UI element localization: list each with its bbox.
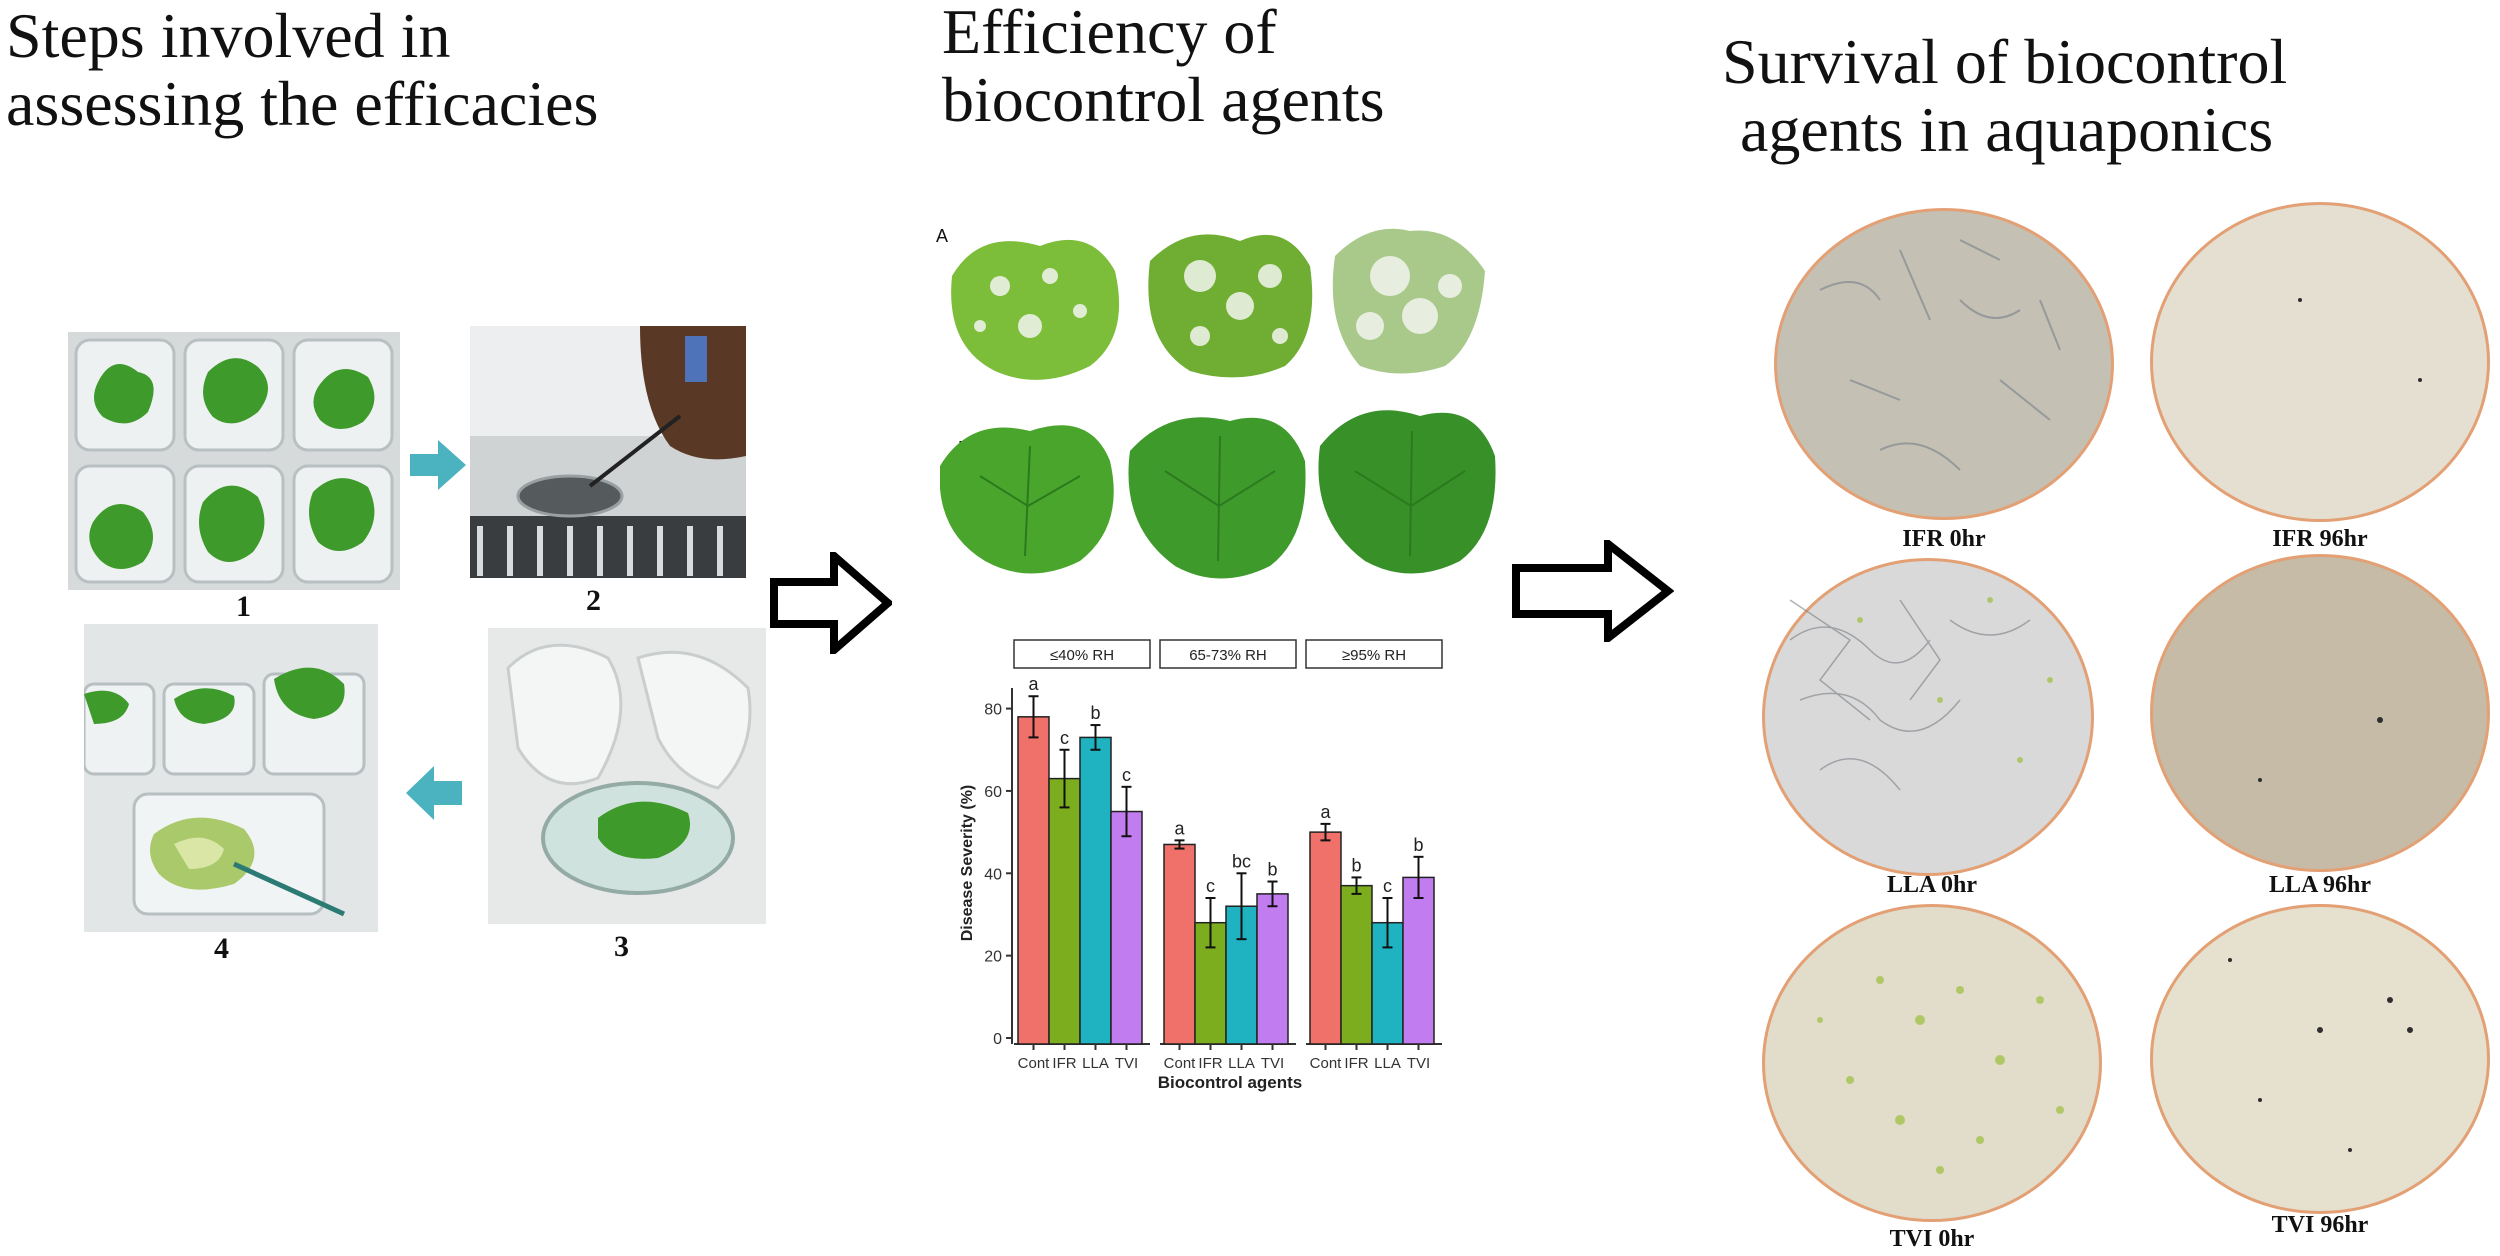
x-axis-label: Biocontrol agents xyxy=(1158,1073,1303,1092)
steps-heading-line1: Steps involved in xyxy=(6,0,451,71)
plate-lla-96hr-label: LLA 96hr xyxy=(2268,872,2372,898)
plate-ifr-0hr xyxy=(1774,208,2114,520)
x-tick-label: TVI xyxy=(1407,1055,1430,1072)
step3-label: 3 xyxy=(614,930,629,963)
survival-heading: Survival of biocontrol agents in aquapon… xyxy=(1722,30,2287,162)
y-tick-label: 40 xyxy=(984,866,1002,883)
significance-letter: a xyxy=(1320,802,1331,822)
x-tick-label: LLA xyxy=(1228,1055,1255,1072)
step4-photo xyxy=(84,624,378,932)
bar xyxy=(1017,716,1050,1045)
steps-heading-line2: assessing the efficacies xyxy=(6,68,599,139)
steps-heading: Steps involved in assessing the efficaci… xyxy=(6,4,598,136)
leaf-row-b xyxy=(940,410,1496,579)
x-tick-label: LLA xyxy=(1082,1055,1109,1072)
significance-letter: c xyxy=(1383,876,1392,896)
x-tick-label: Cont xyxy=(1018,1055,1051,1072)
flow-arrow-1-icon xyxy=(770,552,892,654)
y-tick-label: 0 xyxy=(993,1031,1002,1048)
efficiency-heading: Efficiency of biocontrol agents xyxy=(942,0,1385,132)
step3-photo xyxy=(488,628,766,924)
significance-letter: b xyxy=(1351,855,1361,875)
bar xyxy=(1309,831,1342,1045)
plate-tvi-96hr xyxy=(2150,904,2490,1214)
step1-illustration xyxy=(68,332,400,590)
significance-letter: c xyxy=(1060,728,1069,748)
step1-label: 1 xyxy=(236,590,251,623)
x-tick-label: Cont xyxy=(1164,1055,1197,1072)
step4-illustration xyxy=(84,624,378,932)
plate-lla-0hr-label: LLA 0hr xyxy=(1886,872,1978,898)
significance-letter: b xyxy=(1267,860,1277,880)
significance-letter: c xyxy=(1206,876,1215,896)
significance-letter: a xyxy=(1028,674,1039,694)
bar xyxy=(1340,884,1373,1045)
facet-header-box xyxy=(1159,639,1297,669)
facet-header-box xyxy=(1305,639,1443,669)
survival-heading-line2: agents in aquaponics xyxy=(1740,94,2274,165)
survival-heading-line1: Survival of biocontrol xyxy=(1722,26,2288,97)
step1-photo xyxy=(68,332,400,590)
x-tick-label: IFR xyxy=(1344,1055,1368,1072)
significance-letter: b xyxy=(1413,835,1423,855)
step3-illustration xyxy=(488,628,766,924)
plate-lla-0hr xyxy=(1762,558,2094,876)
x-tick-label: Cont xyxy=(1310,1055,1343,1072)
bar xyxy=(1079,736,1112,1045)
efficiency-heading-line2: biocontrol agents xyxy=(942,64,1385,135)
step4-label: 4 xyxy=(214,932,229,965)
arrow-right-icon xyxy=(410,440,466,490)
y-tick-label: 20 xyxy=(984,949,1002,966)
x-tick-label: LLA xyxy=(1374,1055,1401,1072)
x-tick-label: IFR xyxy=(1052,1055,1076,1072)
significance-letter: c xyxy=(1122,765,1131,785)
leaf-panels-illustration xyxy=(940,228,1496,579)
significance-letter: a xyxy=(1174,818,1185,838)
plate-tvi-96hr-label: TVI 96hr xyxy=(2271,1212,2369,1238)
y-axis-label: Disease Severity (%) xyxy=(959,785,976,942)
plate-tvi-0hr xyxy=(1762,904,2102,1222)
facet-header-box xyxy=(1013,639,1151,669)
facet-header-label: ≤40% RH xyxy=(1050,647,1114,664)
row-a-label: A xyxy=(936,226,949,246)
bar xyxy=(1256,893,1289,1045)
x-tick-label: IFR xyxy=(1198,1055,1222,1072)
step2-illustration xyxy=(470,326,746,578)
bar xyxy=(1402,876,1435,1045)
facet-header-label: 65-73% RH xyxy=(1189,647,1267,664)
y-tick-label: 60 xyxy=(984,784,1002,801)
x-tick-label: TVI xyxy=(1261,1055,1284,1072)
bar xyxy=(1163,843,1196,1045)
significance-letter: b xyxy=(1090,703,1100,723)
x-tick-label: TVI xyxy=(1115,1055,1138,1072)
arrow-left-icon xyxy=(406,766,462,820)
y-tick-label: 80 xyxy=(984,702,1002,719)
plate-ifr-96hr xyxy=(2150,202,2490,522)
plate-tvi-0hr-label: TVI 0hr xyxy=(1889,1226,1975,1252)
efficiency-heading-line1: Efficiency of xyxy=(942,0,1277,67)
facet-header-label: ≥95% RH xyxy=(1342,647,1406,664)
plate-ifr-96hr-label: IFR 96hr xyxy=(2272,526,2368,552)
bar xyxy=(1048,777,1081,1045)
leaf-row-a xyxy=(951,228,1485,380)
significance-letter: bc xyxy=(1232,851,1251,871)
plate-ifr-0hr-label: IFR 0hr xyxy=(1902,526,1986,552)
bar xyxy=(1110,810,1143,1045)
step2-label: 2 xyxy=(586,584,601,617)
plate-lla-96hr xyxy=(2150,554,2490,872)
step2-photo xyxy=(470,326,746,578)
flow-arrow-2-icon xyxy=(1512,540,1674,642)
